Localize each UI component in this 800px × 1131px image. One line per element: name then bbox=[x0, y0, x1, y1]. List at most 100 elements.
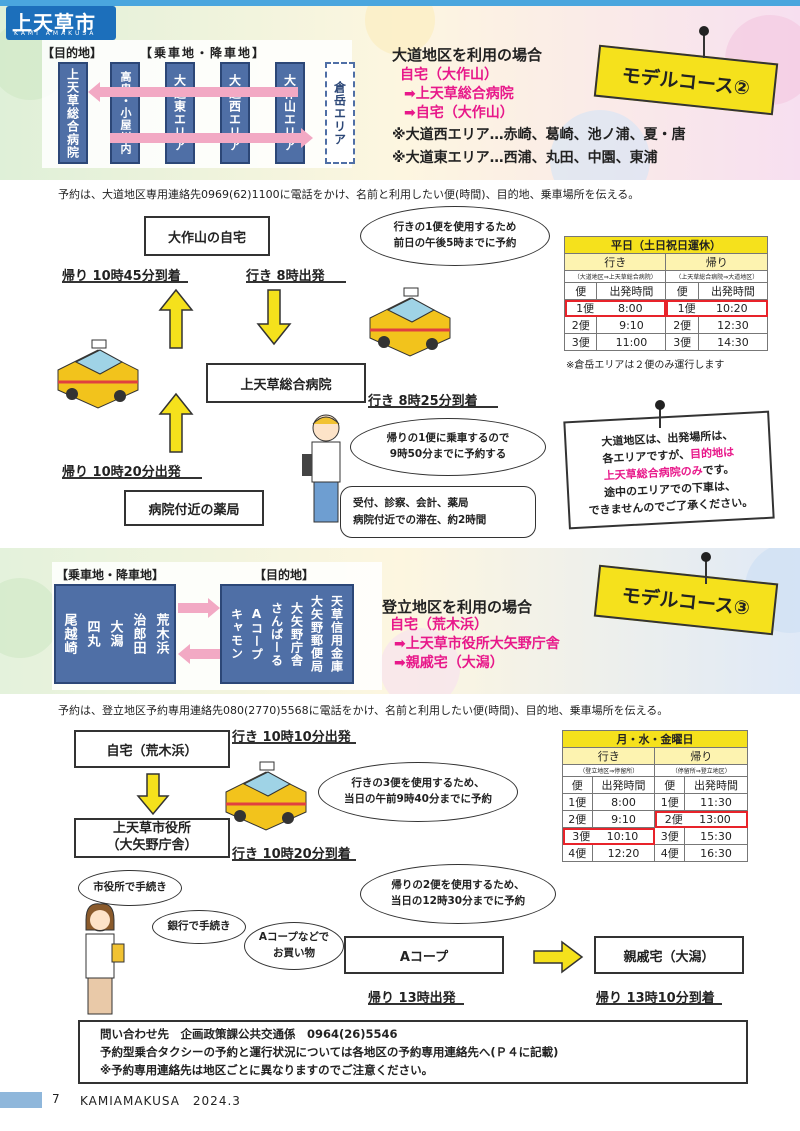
tt-cell: 12:30 bbox=[697, 316, 769, 334]
tt-cell: 1便 bbox=[576, 302, 595, 315]
sec2-reserve-text: 予約は、大道地区専用連絡先0969(62)1100に電話をかけ、名前と利用したい… bbox=[58, 188, 640, 201]
taxi-icon bbox=[225, 761, 307, 831]
dest-stop: 大矢野郵便局 bbox=[309, 595, 324, 673]
tt-cell: 9:10 bbox=[596, 316, 667, 334]
tt-cell: 3便 bbox=[572, 830, 591, 843]
tt-go: 行き bbox=[563, 253, 667, 271]
office-line: （大矢野庁舎） bbox=[106, 838, 198, 853]
page-number: 7 bbox=[52, 1092, 60, 1106]
sec2-route-3: ➡自宅（大作山） bbox=[404, 105, 514, 121]
logo-sub: KAMI AMAKUSA bbox=[14, 30, 97, 37]
sec2-route-2: ➡上天草総合病院 bbox=[404, 86, 514, 102]
tt-cell: 10:10 bbox=[606, 830, 639, 843]
sec3-timetable: 月・水・金曜日 行き帰り （登立地区⇒停留所）（停留所⇒登立地区） 便出発時間便… bbox=[561, 730, 748, 862]
tt-col: 便 bbox=[563, 282, 598, 300]
arrow-to-dest bbox=[178, 598, 220, 618]
board-stop: 荒木浜 bbox=[153, 613, 169, 655]
arrow-from-dest bbox=[178, 644, 220, 664]
bubble-line: お買い物 bbox=[273, 947, 315, 959]
logo-main: 上天草市 bbox=[12, 11, 96, 35]
logo: 上天草市 KAMI AMAKUSA bbox=[6, 6, 116, 40]
tt-cell: 12:20 bbox=[591, 844, 656, 862]
box-line: 病院付近での滞在、約2時間 bbox=[353, 514, 487, 526]
sec2-pharmacy-box: 病院付近の薬局 bbox=[124, 490, 264, 526]
sec3-label-return-arrive: 帰り 13時10分到着 bbox=[596, 991, 715, 1006]
sec2-label-go-depart: 行き 8時出発 bbox=[246, 269, 325, 284]
sec2-bubble-reserve: 行きの1便を使用するため 前日の午後5時までに予約 bbox=[360, 206, 550, 266]
bubble-line: 行きの1便を使用するため bbox=[393, 221, 517, 234]
arrow-to-hospital bbox=[88, 82, 298, 102]
taxi-icon bbox=[57, 339, 139, 409]
underline bbox=[62, 281, 188, 283]
tt-col: 便 bbox=[665, 282, 699, 300]
tt-cell: 9:10 bbox=[591, 810, 656, 828]
sec3-relative-box: 親戚宅（大潟） bbox=[594, 936, 744, 974]
sec2-dest-label: 【目的地】 bbox=[42, 46, 103, 60]
tt-col: 出発時間 bbox=[697, 282, 769, 300]
sec2-dest-box: 上天草総合病院 bbox=[58, 62, 88, 164]
contact-line: ※予約専用連絡先は地区ごとに異なりますのでご注意ください。 bbox=[100, 1062, 434, 1077]
sec3-label-go-arrive: 行き 10時20分到着 bbox=[232, 847, 351, 862]
tt-col: 便 bbox=[654, 776, 686, 794]
tt-ret: 帰り bbox=[665, 253, 768, 271]
dest-stop: キャモン bbox=[229, 608, 244, 660]
board-stop: 大潟 bbox=[107, 620, 123, 648]
sec2-board-label: 【乗車地・降車地】 bbox=[140, 46, 267, 60]
sec2-model-label: モデルコース② bbox=[620, 63, 752, 100]
sec3-board-box: 荒木浜 治郎田 大潟 四丸 尾越崎 bbox=[54, 584, 176, 684]
sec2-label-return-arrive: 帰り 10時45分到着 bbox=[62, 269, 181, 284]
underline bbox=[232, 742, 356, 744]
bubble-line: 当日の12時30分までに予約 bbox=[390, 895, 526, 907]
sec3-home-box: 自宅（荒木浜） bbox=[74, 730, 230, 768]
sec3-office-box: 上天草市役所 （大矢野庁舎） bbox=[74, 818, 230, 858]
notice-line: です。 bbox=[702, 462, 735, 478]
sec3-reserve-text: 予約は、登立地区予約専用連絡先080(2770)5568に電話をかけ、名前と利用… bbox=[58, 704, 669, 717]
sec3-dest-box: 天草信用金庫 大矢野郵便局 大矢野庁舎 さんぱーる Aコープ キャモン bbox=[220, 584, 354, 684]
tt-cell: 2便 bbox=[563, 316, 598, 334]
sec2-title: 大道地区を利用の場合 bbox=[392, 46, 543, 64]
bubble-line: 帰りの2便を使用するため、 bbox=[391, 879, 525, 892]
sec3-label-return-depart: 帰り 13時出発 bbox=[368, 991, 456, 1006]
sec2-table-note: ※倉岳エリアは２便のみ運行します bbox=[566, 360, 725, 371]
underline bbox=[246, 281, 346, 283]
sec3-bubble-reserve-go: 行きの3便を使用するため、 当日の午前9時40分までに予約 bbox=[318, 762, 518, 822]
dest-stop: 天草信用金庫 bbox=[329, 595, 344, 673]
notice-highlight: 目的地は bbox=[689, 445, 735, 461]
tt-cell: 10:20 bbox=[715, 302, 748, 315]
sec2-home-box: 大作山の自宅 bbox=[144, 216, 270, 256]
underline bbox=[232, 859, 356, 861]
sec2-bubble-return: 帰りの1便に乗車するので 9時50分までに予約する bbox=[350, 418, 546, 476]
tt-ret: 帰り bbox=[654, 747, 748, 765]
bubble-line: 前日の午後5時までに予約 bbox=[393, 237, 517, 249]
sec3-route-3: ➡親戚宅（大潟） bbox=[394, 655, 504, 671]
dest-stop: Aコープ bbox=[249, 607, 264, 661]
sec2-flow-arrows bbox=[88, 82, 313, 148]
tt-cell: 1便 bbox=[677, 302, 696, 315]
office-line: 上天草市役所 bbox=[112, 821, 191, 837]
tt-cell: 1便 bbox=[562, 793, 593, 811]
sec3-bubble-reserve-ret: 帰りの2便を使用するため、 当日の12時30分までに予約 bbox=[360, 864, 556, 924]
tt-cell: 3便 bbox=[665, 333, 699, 351]
tt-go: 行き bbox=[561, 747, 656, 765]
tt-cell: 8:00 bbox=[591, 793, 656, 811]
tt-ret-sub: （停留所⇒登立地区） bbox=[654, 764, 748, 777]
tt-cell: 4便 bbox=[654, 844, 686, 862]
tt-row-cell: 1便 10:20 bbox=[665, 299, 768, 317]
arrow-down-icon bbox=[136, 773, 170, 816]
sec3-route-2: ➡上天草市役所大矢野庁舎 bbox=[394, 636, 560, 652]
tt-cell: 4便 bbox=[562, 844, 593, 862]
contact-line: 予約型乗合タクシーの予約と運行状況については各地区の予約専用連絡先へ(Ｐ４に記載… bbox=[100, 1044, 559, 1059]
box-line: 受付、診察、会計、薬局 bbox=[353, 497, 469, 510]
underline bbox=[368, 1003, 464, 1005]
sec3-label-go-depart: 行き 10時10分出発 bbox=[232, 730, 351, 745]
tt-cell: 2便 bbox=[664, 813, 683, 826]
sec2-label-return-depart: 帰り 10時20分出発 bbox=[62, 465, 181, 480]
tt-cell: 11:30 bbox=[684, 793, 748, 811]
tt-title: 月・水・金曜日 bbox=[562, 730, 748, 748]
bubble-line: 市役所で手続き bbox=[93, 881, 167, 894]
sec2-timetable: 平日（土日祝日運休） 行き帰り （大道地区⇒上天草総合病院）（上天草総合病院⇒大… bbox=[563, 236, 769, 351]
pin-icon bbox=[699, 26, 709, 58]
tt-row-cell: 3便 10:10 bbox=[561, 827, 656, 845]
footer-bar bbox=[0, 1092, 42, 1108]
tt-col: 出発時間 bbox=[596, 282, 667, 300]
